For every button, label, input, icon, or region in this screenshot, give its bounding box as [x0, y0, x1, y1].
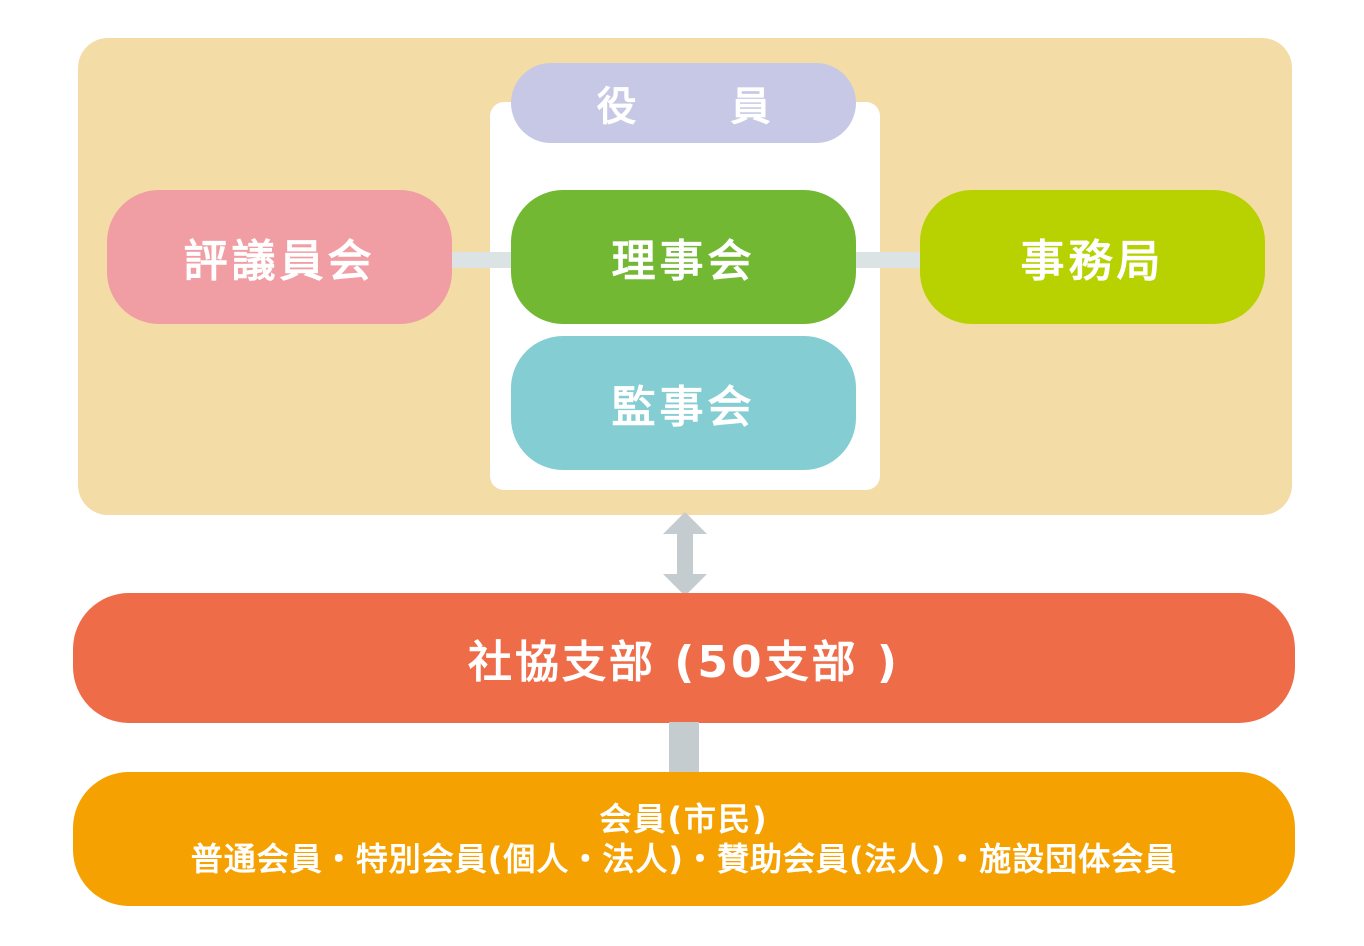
connector-branches-members	[669, 722, 699, 774]
up-down-arrow-icon	[663, 512, 707, 596]
secretariat-box: 事務局	[920, 190, 1265, 324]
auditors-box: 監事会	[511, 336, 856, 470]
members-detail: 普通会員・特別会員(個人・法人)・賛助会員(法人)・施設団体会員	[190, 840, 1178, 878]
board-box: 理事会	[511, 190, 856, 324]
branches-box: 社協支部 (50支部 )	[73, 593, 1295, 723]
members-title: 会員(市民)	[599, 800, 769, 838]
councillors-box: 評議員会	[107, 190, 452, 324]
officers-label: 役 員	[511, 63, 856, 143]
connector-councillors-board	[448, 252, 514, 268]
members-box: 会員(市民) 普通会員・特別会員(個人・法人)・賛助会員(法人)・施設団体会員	[73, 772, 1295, 906]
connector-board-secretariat	[854, 252, 924, 268]
